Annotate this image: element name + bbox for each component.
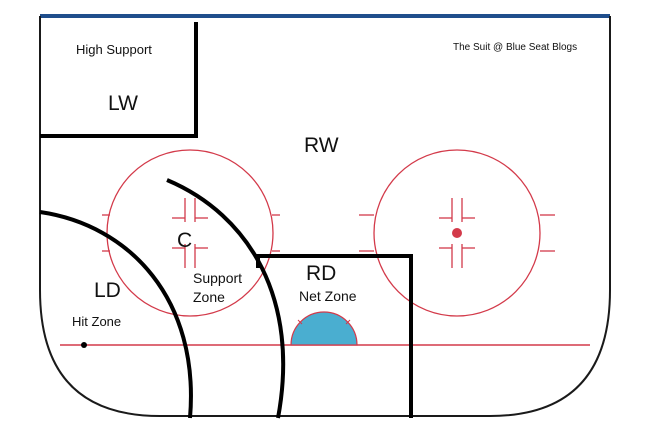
credit-text: The Suit @ Blue Seat Blogs [453,42,577,53]
faceoff-dot [452,228,462,238]
net-zone-box [256,254,413,418]
high-support-label: High Support [76,42,152,57]
support-zone-label-line1: Support [193,270,242,286]
high-support-box [40,22,198,138]
c-label: C [177,229,192,252]
net-zone-label: Net Zone [299,288,357,304]
goal-crease [290,311,358,346]
hit-zone-arc [39,210,193,419]
rw-label: RW [304,134,339,157]
hit-zone-label: Hit Zone [72,314,121,329]
right-faceoff-circle [359,149,555,317]
rd-label: RD [306,262,336,285]
crease-mark [345,319,351,325]
hit-zone-marker [81,342,87,348]
lw-label: LW [108,92,138,115]
support-zone-label-line2: Zone [193,289,225,305]
crease-mark [297,319,303,325]
left-faceoff-circle [102,149,280,317]
support-zone-arc [166,178,286,419]
rink-boards [39,16,611,417]
ld-label: LD [94,279,121,302]
